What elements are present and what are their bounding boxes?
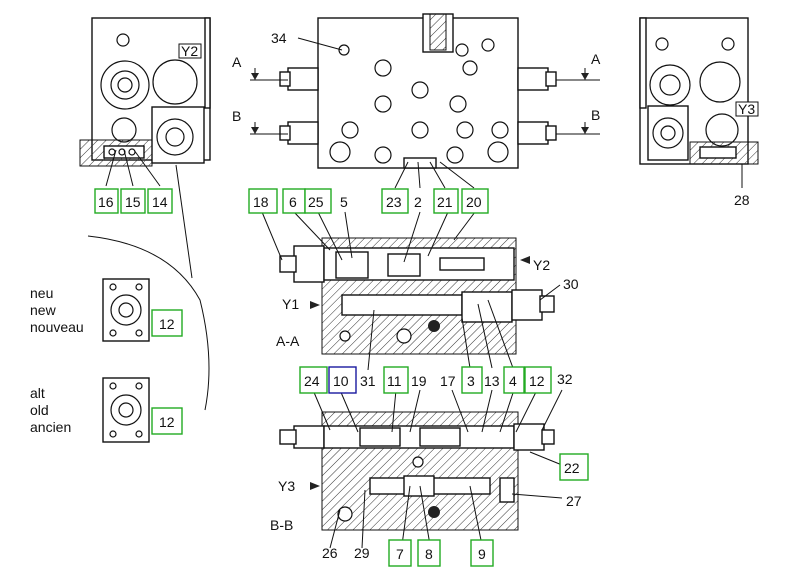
- section-title-aa: A-A: [276, 333, 300, 349]
- callout-26: 26: [322, 545, 338, 561]
- callout-32: 32: [557, 371, 573, 387]
- callout-15: 15: [125, 194, 141, 210]
- variant-panel: neu new nouveau alt old ancien: [30, 164, 210, 443]
- callout-14: 14: [152, 194, 168, 210]
- callout-23: 23: [386, 194, 402, 210]
- section-mark-a-left: A: [232, 54, 242, 70]
- callout-box-9: [470, 539, 494, 567]
- solenoid-y3-label: Y3: [278, 478, 295, 494]
- callout-box-11: [383, 366, 409, 394]
- left-side-view: Y2: [79, 17, 211, 167]
- section-mark-a-right: A: [591, 51, 601, 67]
- callout-box-12b: [151, 407, 183, 435]
- callout-30: 30: [563, 276, 579, 292]
- section-mark-b-left: B: [232, 108, 241, 124]
- callout-22: 22: [564, 460, 580, 476]
- callout-31: 31: [360, 373, 376, 389]
- solenoid-tag-y3: Y3: [738, 101, 755, 117]
- callout-2: 2: [414, 194, 422, 210]
- section-title-bb: B-B: [270, 517, 293, 533]
- section-mark-b-right: B: [591, 107, 600, 123]
- callout-box-4: [503, 366, 525, 394]
- callout-12-old: 12: [159, 414, 175, 430]
- callout-10: 10: [333, 373, 349, 389]
- variant-new-de: neu: [30, 285, 53, 301]
- section-a-a: Y2 Y1 A-A: [276, 237, 555, 355]
- callout-34: 34: [271, 30, 287, 46]
- section-b-b: Y3 B-B: [270, 411, 555, 533]
- callout-6: 6: [289, 194, 297, 210]
- callout-5: 5: [340, 194, 348, 210]
- variant-new-fr: nouveau: [30, 319, 84, 335]
- callout-18: 18: [253, 194, 269, 210]
- callout-8: 8: [425, 546, 433, 562]
- leader-lines: [105, 37, 743, 549]
- callout-16: 16: [98, 194, 114, 210]
- callout-box-15: [120, 188, 146, 214]
- callout-box-21: [433, 188, 459, 214]
- callout-7: 7: [396, 546, 404, 562]
- callout-3: 3: [467, 373, 475, 389]
- callout-box-3: [461, 366, 483, 394]
- callout-box-10: [328, 366, 357, 394]
- callout-19: 19: [411, 373, 427, 389]
- callout-21: 21: [437, 194, 453, 210]
- callout-29: 29: [354, 545, 370, 561]
- callout-box-18: [248, 188, 278, 214]
- callout-13: 13: [484, 373, 500, 389]
- right-side-view: Y3: [639, 17, 759, 165]
- callout-box-23: [381, 188, 409, 214]
- callout-box-20: [461, 188, 489, 214]
- solenoid-y2-label: Y2: [533, 257, 550, 273]
- callout-box-7: [388, 539, 412, 567]
- callout-box-22: [559, 453, 589, 481]
- variant-new-en: new: [30, 302, 57, 318]
- callout-12-new: 12: [159, 316, 175, 332]
- callout-box-14: [147, 188, 173, 214]
- top-center-view: A B A B: [232, 13, 601, 169]
- variant-old-de: alt: [30, 385, 45, 401]
- callout-box-24: [299, 366, 328, 394]
- callout-11: 11: [387, 373, 402, 389]
- callout-25: 25: [308, 194, 324, 210]
- callout-20: 20: [466, 194, 482, 210]
- callout-box-12c: [524, 366, 552, 394]
- callout-box-16: [94, 188, 119, 214]
- callout-box-25: [304, 188, 332, 214]
- callout-24: 24: [304, 373, 320, 389]
- solenoid-tag-y2: Y2: [181, 43, 198, 59]
- callout-27: 27: [566, 493, 582, 509]
- callout-4: 4: [509, 373, 517, 389]
- callout-box-12a: [151, 309, 183, 337]
- variant-old-fr: ancien: [30, 419, 71, 435]
- callout-12-section: 12: [529, 373, 545, 389]
- callouts: 34 16 15 14 23 2 21 20 28 18 6 25 5 30 1…: [94, 30, 750, 567]
- variant-old-en: old: [30, 402, 49, 418]
- callout-17: 17: [440, 373, 456, 389]
- callout-9: 9: [478, 546, 486, 562]
- callout-box-8: [417, 539, 441, 567]
- callout-28: 28: [734, 192, 750, 208]
- solenoid-y1-label: Y1: [282, 296, 299, 312]
